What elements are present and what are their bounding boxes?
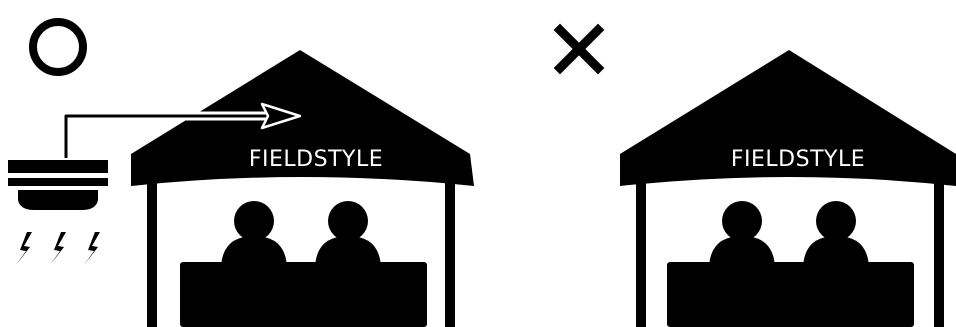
table [667, 262, 914, 327]
tent-pole-right [445, 182, 455, 327]
smoke-detector-icon [8, 160, 108, 210]
lightning-icon [84, 232, 100, 265]
ok-circle-icon [33, 22, 83, 72]
person-2 [803, 201, 869, 270]
tent-pole-left [636, 182, 646, 327]
tent-pole-left [147, 182, 157, 327]
lightning-icons [16, 232, 100, 265]
person-head [328, 201, 368, 241]
tent-banner-text: FIELDSTYLE [249, 147, 383, 172]
lightning-icon [50, 232, 66, 265]
person-2 [315, 201, 381, 270]
person-head [816, 201, 856, 241]
person-head [234, 201, 274, 241]
lightning-icon [16, 232, 32, 265]
right-panel: FIELDSTYLE [560, 30, 956, 327]
detector-cap [8, 160, 108, 173]
detector-band [8, 178, 108, 186]
tent-banner-text: FIELDSTYLE [731, 147, 865, 172]
person-head [722, 201, 762, 241]
table [180, 262, 427, 327]
right-tent: FIELDSTYLE [620, 50, 956, 327]
person-1 [221, 201, 287, 270]
ng-cross-icon [560, 30, 598, 68]
person-1 [709, 201, 775, 270]
tent-pole-right [934, 182, 944, 327]
left-tent: FIELDSTYLE [131, 50, 474, 327]
detector-base [18, 190, 98, 210]
left-panel: FIELDSTYLE [8, 22, 474, 327]
